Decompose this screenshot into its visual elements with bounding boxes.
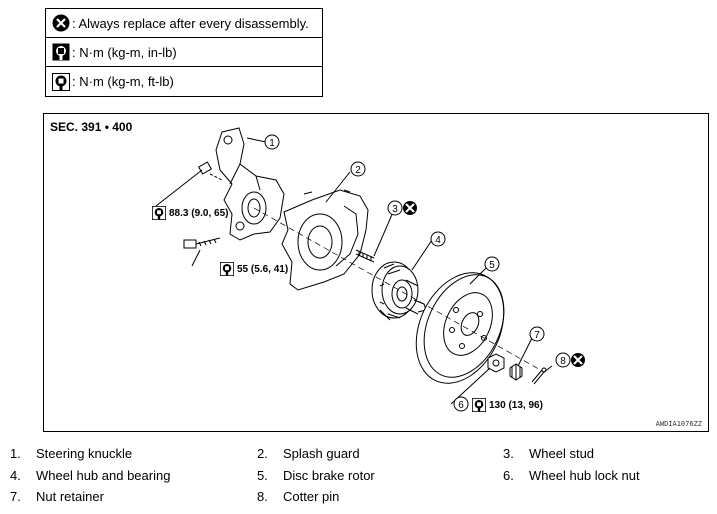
torque-value-knuckle-lower: 55 (5.6, 41) [237, 263, 289, 275]
list-item: 7. Nut retainer [10, 489, 104, 507]
disc-rotor-shape [415, 272, 505, 384]
legend-row-torque-in-lb: : N·m (kg-m, in-lb) [46, 38, 322, 67]
torque-spec-lock-nut: 130 (13, 96) [472, 398, 543, 412]
nut-retainer-shape [509, 363, 523, 381]
callout-4: 4 [430, 231, 446, 247]
replace-marker-cotter-pin [571, 353, 585, 367]
list-item: 8. Cotter pin [257, 489, 339, 507]
replace-marker-stud [403, 201, 417, 215]
hub-lock-nut-shape [487, 353, 505, 373]
part-name: Wheel hub and bearing [36, 468, 171, 483]
replace-x-icon [52, 14, 70, 32]
callout-8-label: 8 [560, 356, 566, 367]
torque-value-knuckle-upper: 88.3 (9.0, 65) [169, 207, 229, 219]
exploded-view-drawing: 1 2 3 4 5 6 7 8 [155, 127, 585, 412]
part-number: 4. [10, 468, 21, 483]
wheel-stud-shape [355, 249, 375, 263]
figure-code: AWDIA1076ZZ [655, 420, 702, 428]
symbol-legend: : Always replace after every disassembly… [45, 8, 323, 97]
torque-wrench-ft-lb-icon [52, 72, 70, 91]
callout-7-label: 7 [534, 330, 540, 341]
torque-spec-knuckle-upper: 88.3 (9.0, 65) [152, 206, 228, 220]
splash-guard-shape [281, 189, 369, 291]
callout-8: 8 [555, 352, 571, 368]
torque-spec-knuckle-lower: 55 (5.6, 41) [220, 262, 288, 276]
callout-1: 1 [264, 134, 280, 150]
knuckle-lower-bolt [183, 237, 221, 249]
knuckle-upper-bolt [197, 161, 223, 181]
list-item: 2. Splash guard [257, 446, 360, 464]
torque-wrench-ft-lb-icon [220, 262, 234, 276]
part-number: 2. [257, 446, 268, 461]
callout-5: 5 [484, 256, 500, 272]
callout-4-label: 4 [435, 235, 441, 246]
part-name: Nut retainer [36, 489, 104, 504]
callout-3: 3 [387, 200, 403, 216]
part-name: Steering knuckle [36, 446, 133, 461]
legend-text-replace: : Always replace after every disassembly… [72, 15, 309, 31]
legend-row-replace: : Always replace after every disassembly… [46, 9, 322, 38]
torque-wrench-ft-lb-icon [152, 206, 166, 220]
section-label: SEC. 391 • 400 [50, 120, 133, 134]
callout-6-label: 6 [458, 400, 464, 411]
callout-7: 7 [529, 326, 545, 342]
list-item: 5. Disc brake rotor [257, 468, 375, 486]
callout-5-label: 5 [489, 260, 495, 271]
legend-text-torque-ft-lb: : N·m (kg-m, ft-lb) [72, 74, 174, 89]
cotter-pin-shape [531, 367, 547, 385]
callout-2: 2 [350, 161, 366, 177]
list-item: 1. Steering knuckle [10, 446, 132, 464]
steering-knuckle-shape [215, 127, 285, 241]
part-number: 1. [10, 446, 21, 461]
part-number: 8. [257, 489, 268, 504]
list-item: 6. Wheel hub lock nut [503, 468, 640, 486]
part-number: 3. [503, 446, 514, 461]
exploded-view-frame: SEC. 391 • 400 [43, 113, 709, 432]
torque-value-lock-nut: 130 (13, 96) [489, 399, 543, 411]
legend-row-torque-ft-lb: : N·m (kg-m, ft-lb) [46, 67, 322, 96]
part-name: Splash guard [283, 446, 360, 461]
part-number: 6. [503, 468, 514, 483]
part-name: Wheel hub lock nut [529, 468, 640, 483]
part-number: 5. [257, 468, 268, 483]
legend-text-torque-in-lb: : N·m (kg-m, in-lb) [72, 44, 177, 60]
callout-3-label: 3 [392, 204, 398, 215]
callout-1-label: 1 [269, 138, 275, 149]
callout-6: 6 [453, 396, 469, 412]
part-name: Cotter pin [283, 489, 340, 504]
part-name: Wheel stud [529, 446, 595, 461]
callout-2-label: 2 [355, 165, 361, 176]
torque-wrench-ft-lb-icon [472, 398, 486, 412]
part-name: Disc brake rotor [283, 468, 375, 483]
wheel-hub-shape [371, 261, 427, 321]
part-number: 7. [10, 489, 21, 504]
torque-wrench-in-lb-icon [52, 43, 70, 61]
list-item: 3. Wheel stud [503, 446, 594, 464]
list-item: 4. Wheel hub and bearing [10, 468, 170, 486]
